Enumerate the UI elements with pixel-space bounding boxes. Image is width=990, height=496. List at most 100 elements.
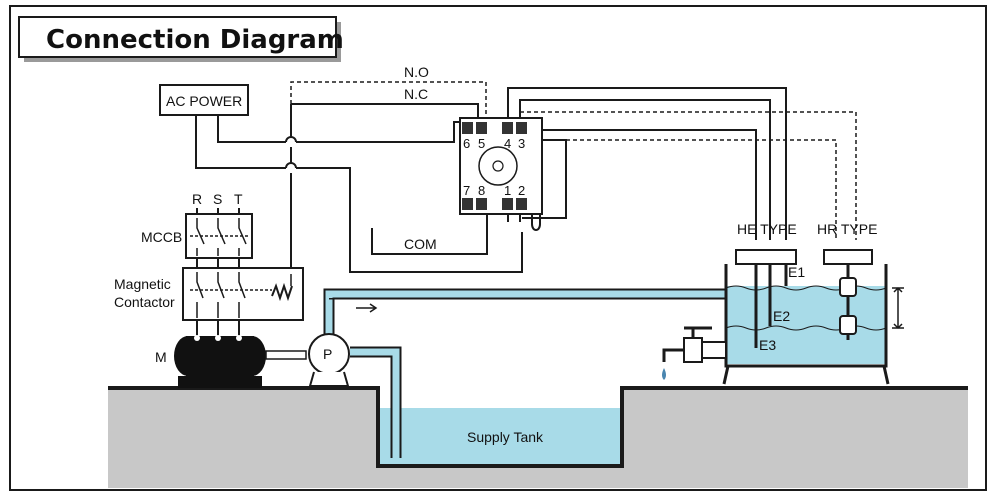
hr-type-label: HR TYPE (817, 221, 877, 237)
wire-no-dashed (290, 81, 487, 120)
he-electrode-rods (754, 264, 788, 348)
mccb-switch-t (238, 218, 247, 256)
mccb-switch-r (196, 218, 205, 256)
motor-terminal-t (236, 335, 242, 341)
pin-7-label: 7 (463, 183, 470, 198)
phase-r-label: R (192, 191, 202, 207)
flow-arrow (356, 303, 378, 313)
e1-label: E1 (788, 264, 805, 280)
upper-tank-water (726, 286, 886, 364)
pump (308, 296, 402, 458)
contactor-coil (271, 282, 293, 302)
motor (174, 335, 307, 388)
contact-s (217, 272, 225, 318)
suction-pipe-fill (350, 348, 400, 458)
faucet-outlet (662, 348, 684, 362)
relay-terminal-1 (502, 198, 513, 210)
faucet-spout (699, 341, 727, 359)
delivery-pipe-fill (325, 290, 740, 298)
motor-shaft (265, 350, 307, 360)
com-label: COM (404, 236, 437, 252)
ground (108, 386, 968, 488)
page-title: Connection Diagram (46, 25, 344, 55)
faucet (662, 326, 727, 380)
upper-tank (722, 264, 904, 385)
he-type-label: HE TYPE (737, 221, 797, 237)
mccb-switches (190, 218, 248, 256)
pump-label: P (323, 346, 332, 362)
mccb-label: MCCB (141, 229, 182, 245)
relay-terminal-3 (516, 122, 527, 134)
relay-terminal-4 (502, 122, 513, 134)
faucet-handle (684, 326, 712, 338)
contactor-contacts (190, 272, 293, 318)
dashed-wiring (290, 81, 857, 240)
wire-ac-1b (296, 121, 470, 143)
supply-tank-label: Supply Tank (467, 429, 544, 445)
motor-terminal-s (215, 335, 221, 341)
water-drop-icon (662, 368, 666, 380)
wire-ac-2 (195, 115, 286, 169)
wire-ac-1 (217, 115, 286, 143)
ground-line (108, 386, 968, 468)
pin-1-label: 1 (504, 183, 511, 198)
motor-body (186, 336, 254, 376)
title-box-frame (18, 16, 337, 58)
mccb-switch-s (217, 218, 226, 256)
pin-6-label: 6 (463, 136, 470, 151)
supply-tank-water (380, 408, 620, 464)
pin-4-label: 4 (504, 136, 511, 151)
e3-label: E3 (759, 337, 776, 353)
water-level-low (725, 325, 887, 331)
phase-t-label: T (234, 191, 243, 207)
no-label: N.O (404, 64, 429, 80)
contact-t (238, 272, 246, 318)
outer-frame (9, 5, 987, 491)
he-electrodes (735, 249, 797, 348)
phase-s-label: S (213, 191, 222, 207)
ground-fill (108, 388, 968, 488)
wire-pin-2-loop (522, 139, 567, 231)
e2-label: E2 (773, 308, 790, 324)
hr-float-switch (823, 249, 873, 340)
contact-r (196, 272, 204, 318)
relay-key-hole (492, 160, 504, 172)
pump-base (308, 371, 350, 387)
upper-tank-legs (722, 365, 890, 385)
hr-holder (823, 249, 873, 265)
motor-terminal-r (194, 335, 200, 341)
relay-terminal-6 (462, 122, 473, 134)
wire-e2 (519, 99, 771, 240)
magnetic-label: Magnetic (114, 276, 171, 292)
wire-hr-1 (520, 111, 857, 240)
upper-tank-walls (724, 264, 888, 368)
hump-1 (285, 136, 297, 143)
pin-2-label: 2 (518, 183, 525, 198)
level-range-arrow (892, 286, 904, 330)
relay-terminal-7 (462, 198, 473, 210)
wire-e1 (507, 87, 787, 240)
wire-ac-2b (296, 167, 523, 273)
nc-label: N.C (404, 86, 428, 102)
hump-2 (285, 162, 297, 169)
relay-terminal-2 (516, 198, 527, 210)
relay-terminal-8 (476, 198, 487, 210)
hr-float-upper (839, 277, 857, 297)
water-level-high (725, 285, 887, 291)
motor-label: M (155, 349, 167, 365)
crossovers (285, 136, 297, 169)
title-box: Connection Diagram (18, 16, 344, 62)
hr-float-lower (839, 315, 857, 335)
he-electrode-holder (735, 249, 797, 265)
pin-8-label: 8 (478, 183, 485, 198)
relay-terminal-5 (476, 122, 487, 134)
relay-socket: 6 5 4 3 7 8 1 2 (459, 117, 543, 215)
ac-power-label: AC POWER (166, 93, 242, 109)
ac-power-box (159, 84, 249, 116)
faucet-valve (683, 337, 703, 363)
relay-octal-base (478, 146, 518, 186)
motor-base (178, 376, 262, 388)
pin-3-label: 3 (518, 136, 525, 151)
